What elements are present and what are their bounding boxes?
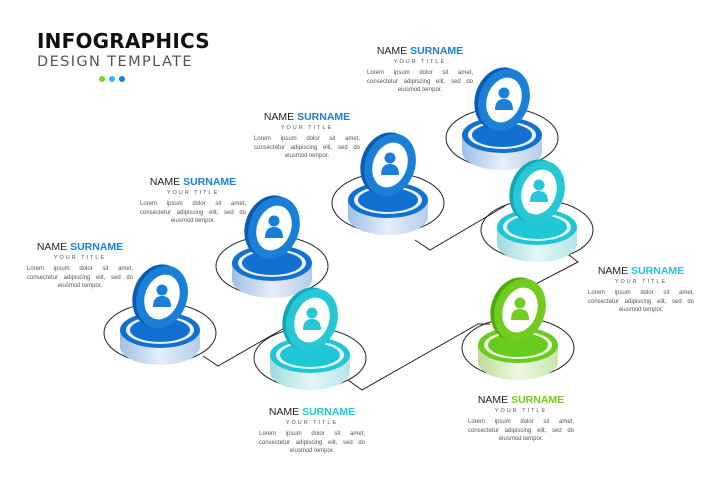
node-6 (480, 159, 594, 262)
surname: SURNAME (511, 394, 565, 406)
dot-blue (119, 76, 125, 82)
surname: SURNAME (297, 111, 351, 123)
person-card-6: NAME SURNAME YOUR TITLE Lorem ipsum dolo… (586, 265, 696, 315)
first-name: NAME (263, 111, 295, 123)
person-card-5: NAME SURNAME YOUR TITLE Lorem ipsum dolo… (257, 406, 367, 456)
surname: SURNAME (70, 241, 124, 253)
first-name: NAME (268, 406, 300, 418)
surname: SURNAME (631, 265, 685, 277)
node-2 (215, 195, 329, 298)
surname: SURNAME (410, 45, 464, 57)
description: Lorem ipsum dolor sit amet, consectetur … (259, 431, 365, 455)
title: INFOGRAPHICS (37, 29, 210, 53)
job-title: YOUR TITLE (393, 59, 447, 65)
description: Lorem ipsum dolor sit amet, consectetur … (254, 136, 360, 160)
description: Lorem ipsum dolor sit amet, consectetur … (140, 201, 246, 225)
job-title: YOUR TITLE (614, 279, 668, 285)
first-name: NAME (36, 241, 68, 253)
person-card-2: NAME SURNAME YOUR TITLE Lorem ipsum dolo… (138, 176, 248, 226)
dot-green (99, 76, 105, 82)
person-card-7: NAME SURNAME YOUR TITLE Lorem ipsum dolo… (466, 394, 576, 444)
first-name: NAME (149, 176, 181, 188)
job-title: YOUR TITLE (53, 255, 107, 261)
header: INFOGRAPHICS DESIGN TEMPLATE (37, 30, 210, 82)
node-5 (253, 287, 367, 390)
description: Lorem ipsum dolor sit amet, consectetur … (588, 290, 694, 314)
decorative-dots (99, 76, 210, 82)
node-1 (103, 264, 217, 365)
job-title: YOUR TITLE (285, 420, 339, 426)
job-title: YOUR TITLE (494, 408, 548, 414)
description: Lorem ipsum dolor sit amet, consectetur … (27, 266, 133, 290)
job-title: YOUR TITLE (166, 190, 220, 196)
person-card-4: NAME SURNAME YOUR TITLE Lorem ipsum dolo… (365, 45, 475, 95)
first-name: NAME (597, 265, 629, 277)
first-name: NAME (477, 394, 509, 406)
surname: SURNAME (183, 176, 237, 188)
dot-teal (109, 76, 115, 82)
node-7 (461, 277, 575, 380)
node-4 (445, 67, 559, 170)
node-3 (331, 132, 445, 235)
first-name: NAME (376, 45, 408, 57)
surname: SURNAME (302, 406, 356, 418)
subtitle: DESIGN TEMPLATE (37, 54, 193, 70)
job-title: YOUR TITLE (280, 125, 334, 131)
person-card-1: NAME SURNAME YOUR TITLE Lorem ipsum dolo… (25, 241, 135, 291)
description: Lorem ipsum dolor sit amet, consectetur … (367, 70, 473, 94)
person-card-3: NAME SURNAME YOUR TITLE Lorem ipsum dolo… (252, 111, 362, 161)
description: Lorem ipsum dolor sit amet, consectetur … (468, 419, 574, 443)
